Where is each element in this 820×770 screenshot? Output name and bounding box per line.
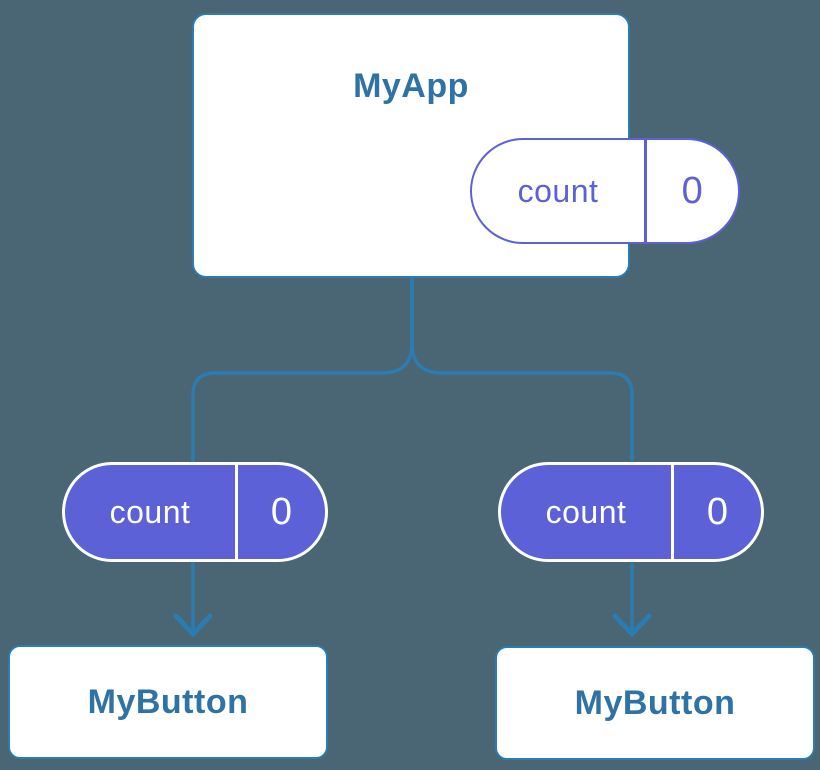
state-pill-divider	[644, 140, 647, 242]
state-pill-name: count	[517, 172, 599, 209]
prop-pill-right-name: count	[545, 493, 627, 530]
prop-pill-right-value: 0	[706, 490, 729, 533]
prop-pill-right-divider	[671, 465, 674, 559]
state-pill: count 0	[470, 138, 740, 244]
prop-pill-left-divider	[235, 465, 238, 559]
component-node-mybutton-right: MyButton	[495, 646, 815, 760]
arrowhead-right-icon	[612, 613, 652, 638]
arrowhead-left-icon	[173, 613, 213, 638]
component-label-mybutton-left: MyButton	[87, 682, 249, 721]
component-label-myapp: MyApp	[353, 67, 469, 105]
prop-pill-left-name: count	[109, 493, 191, 530]
prop-pill-right: count 0	[498, 462, 764, 562]
component-node-mybutton-left: MyButton	[8, 645, 328, 759]
prop-pill-left-value: 0	[270, 490, 293, 533]
connector-right-branch	[410, 276, 634, 630]
connector-left-branch	[191, 276, 414, 630]
component-label-mybutton-right: MyButton	[574, 683, 736, 722]
component-node-myapp: MyApp count 0	[192, 13, 740, 278]
state-pill-value: 0	[681, 169, 703, 212]
prop-pill-left: count 0	[62, 462, 328, 562]
